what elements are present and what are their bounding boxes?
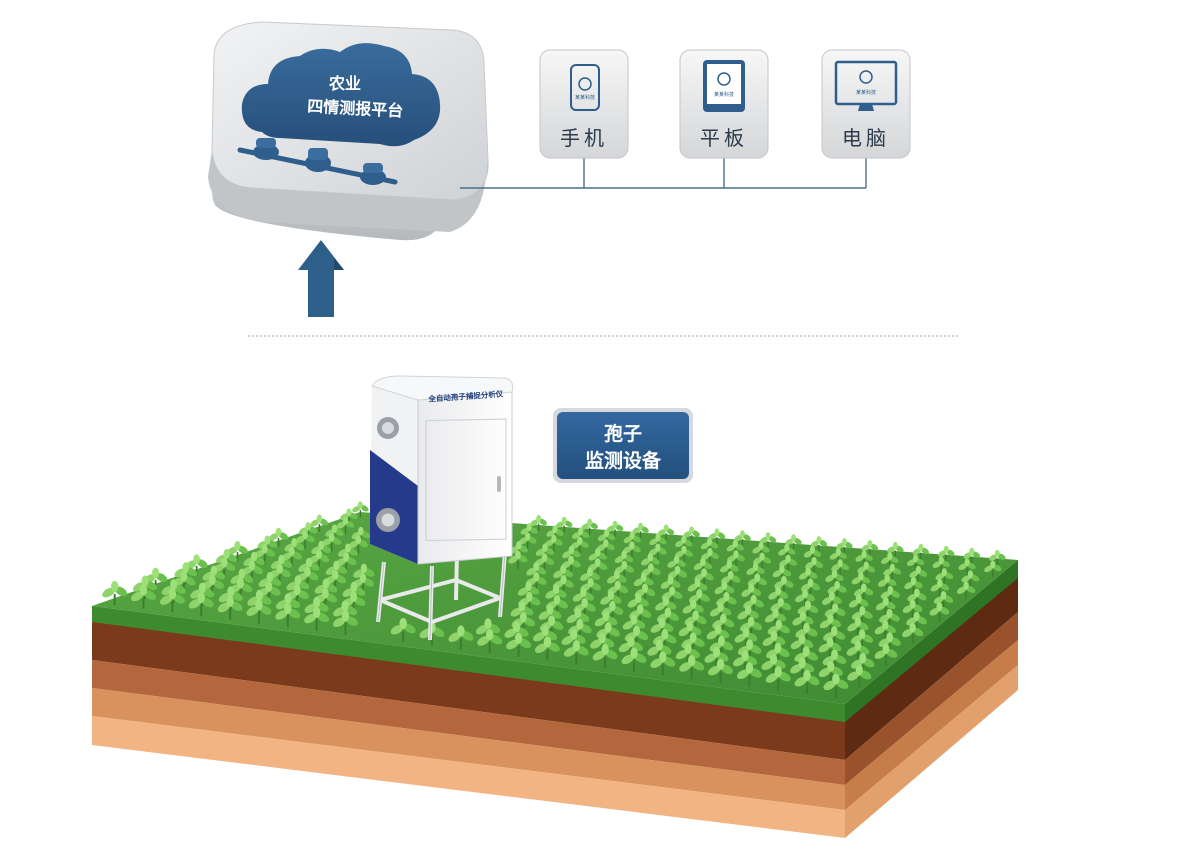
device-label-tablet: 平板 (700, 126, 748, 150)
device-label-computer: 电脑 (842, 126, 890, 150)
spore-analyzer-device: 全自动孢子捕捉分析仪 (370, 375, 514, 641)
svg-text:某某科技: 某某科技 (714, 91, 734, 98)
platform-title-line1: 农业 (328, 74, 361, 93)
device-tablet: 某某科技 平板 (679, 49, 769, 159)
svg-text:某某科技: 某某科技 (856, 89, 876, 96)
platform-title-line2: 四情测报平台 (307, 97, 404, 121)
cloud-icon: 农业 四情测报平台 (241, 43, 441, 147)
phone-icon (570, 64, 600, 111)
network-lines (460, 158, 867, 189)
device-label-phone: 手机 (560, 126, 608, 150)
equipment-tag-line1: 孢子 (604, 422, 642, 445)
equipment-tag-line2: 监测设备 (585, 449, 662, 472)
equipment-tag: 孢子 监测设备 (553, 408, 693, 483)
device-phone: 某某科技 手机 (539, 49, 629, 159)
slider-icon (237, 138, 398, 185)
svg-text:某某科技: 某某科技 (575, 94, 595, 101)
upload-arrow-icon (298, 240, 344, 317)
device-computer: 某某科技 电脑 (821, 49, 911, 159)
